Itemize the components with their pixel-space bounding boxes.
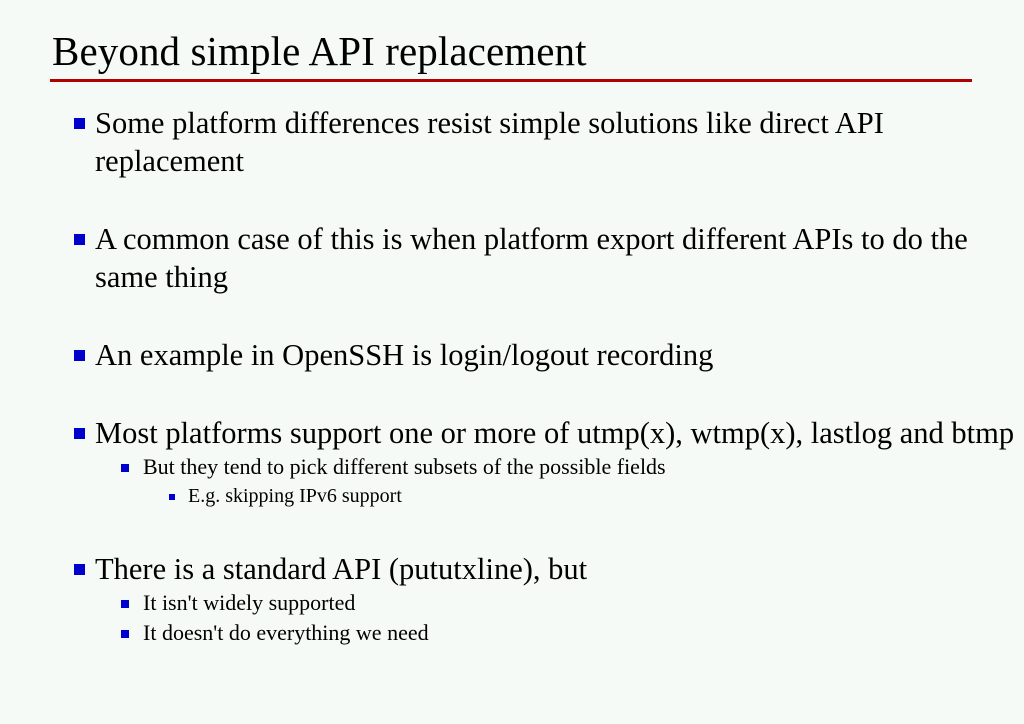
bullet-list-level-3: E.g. skipping IPv6 support [143,482,1024,510]
slide-content-body: Some platform differences resist simple … [0,104,1024,648]
square-bullet-icon [121,630,129,638]
list-item: E.g. skipping IPv6 support [143,482,1024,510]
bullet-list-level-2: But they tend to pick different subsets … [95,452,1024,510]
bullet-list-level-1: Some platform differences resist simple … [0,104,1024,648]
list-item: It isn't widely supported [95,588,1024,618]
list-item: But they tend to pick different subsets … [95,452,1024,510]
square-bullet-icon [121,600,129,608]
square-bullet-icon [74,118,85,129]
bullet-text: There is a standard API (pututxline), bu… [95,552,588,586]
square-bullet-icon [121,464,129,472]
list-item: It doesn't do everything we need [95,618,1024,648]
bullet-text: But they tend to pick different subsets … [143,454,666,479]
bullet-list-level-2: It isn't widely supported It doesn't do … [95,588,1024,648]
bullet-text: It doesn't do everything we need [143,620,429,645]
bullet-text: A common case of this is when platform e… [95,222,968,294]
square-bullet-icon [169,494,175,500]
slide-title-block: Beyond simple API replacement [50,28,972,82]
bullet-text: An example in OpenSSH is login/logout re… [95,338,714,372]
bullet-text: E.g. skipping IPv6 support [188,485,402,507]
list-item: There is a standard API (pututxline), bu… [0,550,1024,648]
bullet-text: Most platforms support one or more of ut… [95,416,1015,450]
page-title: Beyond simple API replacement [52,28,587,74]
square-bullet-icon [74,564,85,575]
bullet-text: Some platform differences resist simple … [95,106,884,178]
list-item: An example in OpenSSH is login/logout re… [0,336,1024,374]
list-item: A common case of this is when platform e… [0,220,1024,296]
square-bullet-icon [74,428,85,439]
title-underline-rule [50,79,972,82]
square-bullet-icon [74,350,85,361]
bullet-text: It isn't widely supported [143,590,356,615]
list-item: Some platform differences resist simple … [0,104,1024,180]
square-bullet-icon [74,234,85,245]
list-item: Most platforms support one or more of ut… [0,414,1024,510]
